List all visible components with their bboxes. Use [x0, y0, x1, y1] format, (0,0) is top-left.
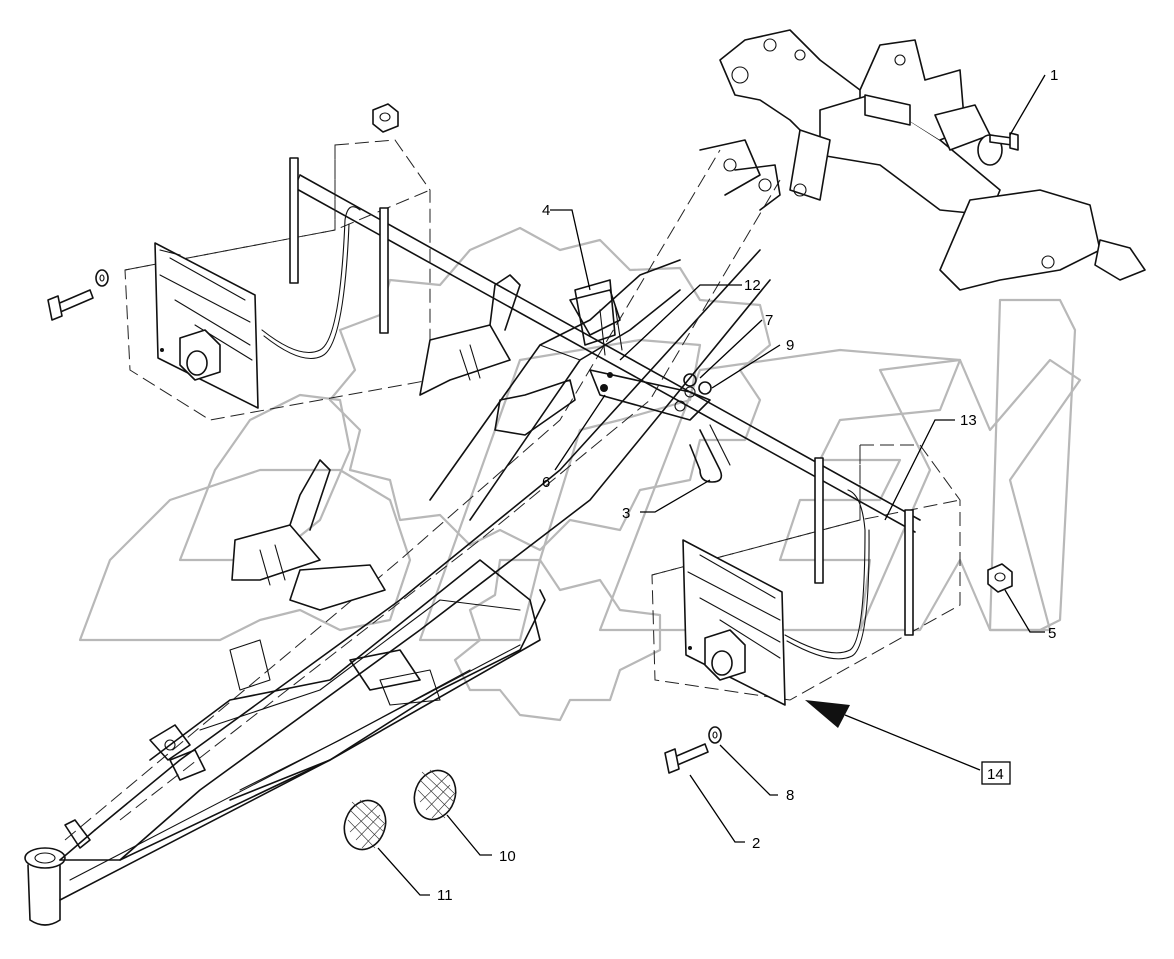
callout-3: 3	[622, 505, 630, 522]
drawbar-frame	[24, 139, 781, 926]
left-washer	[95, 269, 109, 287]
callout-10: 10	[499, 848, 516, 865]
right-nut	[987, 563, 1013, 593]
upper-hitch-bracket	[719, 29, 1146, 291]
callout-2: 2	[752, 835, 760, 852]
lamp-bracket-strap	[379, 207, 389, 334]
callout-14: 14	[987, 766, 1004, 783]
callout-14-box	[981, 761, 1011, 785]
callout-12: 12	[744, 277, 761, 294]
callout-9: 9	[786, 337, 794, 354]
callout-11: 11	[437, 887, 453, 904]
callout-8: 8	[786, 787, 794, 804]
callout-13: 13	[960, 412, 977, 429]
lamp-bracket-strap	[904, 509, 914, 636]
callout-5: 5	[1048, 625, 1056, 642]
callout-6: 6	[542, 474, 550, 491]
callout-7: 7	[765, 312, 773, 329]
shank-assemblies	[231, 274, 521, 611]
callout-1: 1	[1050, 67, 1058, 84]
lamp-bracket-strap	[814, 457, 824, 584]
u-bolt	[689, 429, 723, 483]
nut	[683, 373, 697, 387]
main-square-tube	[429, 259, 681, 521]
leader-lines	[377, 74, 1046, 896]
right-warning-plate	[682, 539, 786, 706]
washer	[698, 381, 712, 395]
callout-labels: 1 2 3 4 5 6 7 8 9 10 11 12 13 14	[437, 67, 1058, 904]
left-warning-plate	[154, 242, 259, 409]
top-nut	[372, 103, 399, 133]
right-washer	[708, 726, 722, 744]
lamp-bracket-strap	[289, 157, 299, 284]
cross-axle-bar	[294, 174, 921, 533]
right-lamp-assembly	[651, 444, 1013, 774]
mounting-plate	[589, 369, 711, 421]
reflectors	[343, 769, 457, 851]
u-bolt-clamp	[574, 279, 616, 346]
left-lamp-assembly	[47, 103, 431, 421]
callout-4: 4	[542, 202, 550, 219]
view-direction-arrow	[805, 700, 981, 771]
